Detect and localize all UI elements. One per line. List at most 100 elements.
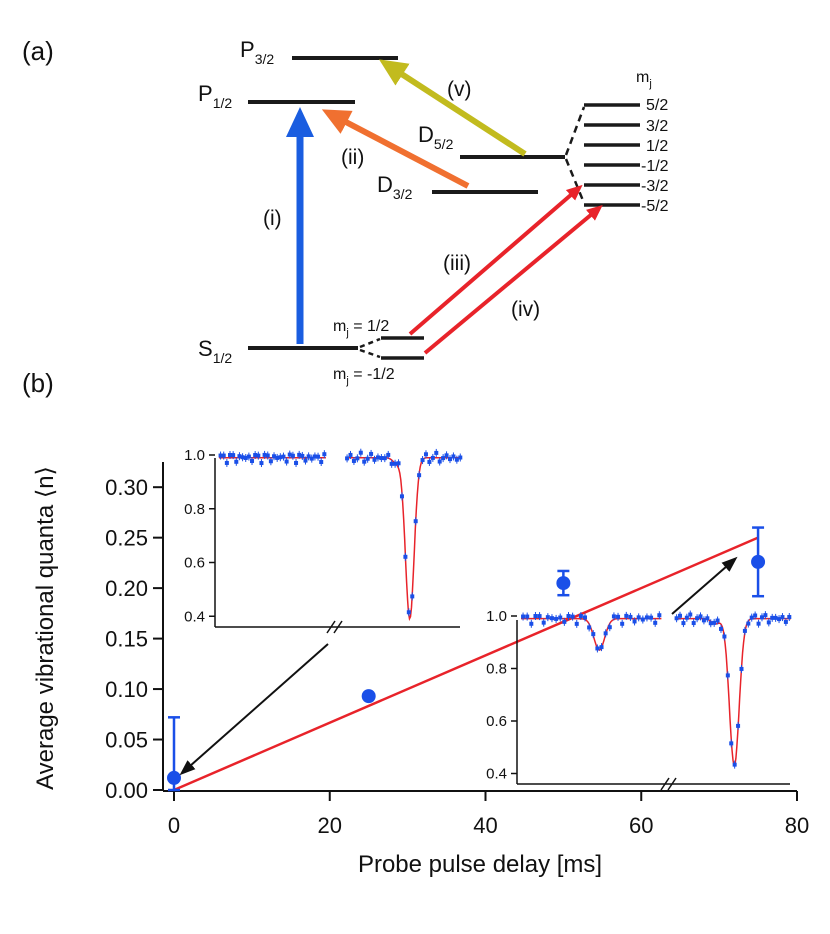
- level-label-s12: S1/2: [198, 336, 232, 366]
- inset-data-point: [375, 455, 380, 460]
- inset-data-point: [369, 451, 374, 456]
- inset-data-point: [303, 458, 308, 463]
- data-point: [361, 689, 376, 704]
- inset-data-point: [237, 454, 242, 459]
- inset-data-point: [653, 620, 658, 625]
- d-sublevel-label: 5/2: [646, 97, 668, 114]
- inset-y-tick-label: 0.4: [486, 766, 507, 783]
- d52-sublevels: 5/2 3/2 1/2 -1/2 -3/2 -5/2 mj: [564, 69, 669, 215]
- d-sublevel-label: 1/2: [646, 138, 668, 155]
- inset-data-point: [688, 612, 693, 617]
- level-label-p32: P3/2: [240, 37, 274, 67]
- inset-data-point: [262, 452, 267, 457]
- inset-data-point: [595, 646, 600, 651]
- inset-data-point: [362, 459, 367, 464]
- s-split-dash-lower: [359, 348, 381, 359]
- y-tick-label: 0.30: [105, 475, 148, 500]
- inset-data-point: [695, 616, 700, 621]
- panel-a: (a) P3/2 P1/2 D5/2 D3/2 S1/2 5/2 3/2 1/2…: [22, 36, 669, 387]
- inset-data-point: [636, 615, 641, 620]
- inset-data-point: [345, 456, 350, 461]
- x-tick-label: 40: [473, 813, 497, 838]
- inset-data-point: [558, 615, 563, 620]
- inset-data-point: [243, 455, 248, 460]
- inset-data-point: [221, 453, 226, 458]
- s-sublevel-label-up: mj = 1/2: [333, 318, 389, 339]
- inset-data-point: [756, 621, 761, 626]
- inset-data-point: [729, 741, 734, 746]
- transition-iii-label: (iii): [443, 252, 471, 275]
- inset-data-point: [691, 621, 696, 626]
- inset-data-point: [537, 614, 542, 619]
- inset-data-point: [529, 621, 534, 626]
- panel-b-label: (b): [22, 368, 54, 398]
- inset-data-point: [458, 455, 463, 460]
- inset-data-point: [554, 616, 559, 621]
- inset-data-point: [290, 453, 295, 458]
- fit-line: [173, 536, 759, 792]
- inset-bottom-break-1: [660, 777, 670, 791]
- inset-data-point: [351, 458, 356, 463]
- inset-data-point: [587, 625, 592, 630]
- inset-data-point: [358, 450, 363, 455]
- inset-data-point: [566, 614, 571, 619]
- inset-data-point: [607, 625, 612, 630]
- inset-data-point: [777, 617, 782, 622]
- inset-data-point: [549, 616, 554, 621]
- transition-v-arrow: [379, 59, 527, 157]
- inset-data-point: [570, 614, 575, 619]
- y-tick-label: 0.00: [105, 778, 148, 803]
- inset-data-point: [574, 621, 579, 626]
- inset-data-point: [348, 452, 353, 457]
- inset-data-point: [410, 594, 415, 599]
- inset-data-point: [284, 459, 289, 464]
- inset-data-point: [628, 614, 633, 619]
- inset-data-point: [389, 461, 394, 466]
- inset-data-point: [396, 461, 401, 466]
- inset-data-point: [297, 452, 302, 457]
- inset-data-point: [437, 459, 442, 464]
- inset-data-point: [300, 453, 305, 458]
- inset-data-point: [240, 455, 245, 460]
- inset-y-tick-label: 0.6: [486, 713, 507, 730]
- inset-y-tick-label: 0.8: [486, 661, 507, 678]
- inset-y-tick-label: 0.8: [184, 501, 205, 518]
- s-sublevel-label-down: mj = -1/2: [333, 366, 395, 387]
- inset-data-point: [611, 614, 616, 619]
- inset-data-point: [787, 614, 792, 619]
- inset-top-break-2: [333, 620, 343, 634]
- inset-data-point: [420, 458, 425, 463]
- level-label-p12: P1/2: [198, 81, 232, 111]
- inset-bottom: 1.00.80.60.4: [486, 608, 792, 791]
- inset-data-point: [393, 461, 398, 466]
- inset-data-point: [434, 450, 439, 455]
- inset-data-point: [224, 460, 229, 465]
- inset-data-point: [365, 456, 370, 461]
- inset-data-point: [773, 615, 778, 620]
- s-split-dash-upper: [359, 337, 381, 349]
- inset-data-point: [256, 453, 261, 458]
- inset-bottom-ticks: 1.00.80.60.4: [486, 608, 517, 783]
- inset-data-point: [599, 645, 604, 650]
- d-sublevel-label: -5/2: [641, 198, 669, 215]
- x-tick-label: 20: [318, 813, 342, 838]
- inset-fit-curve: [345, 456, 462, 622]
- inset-data-point: [644, 615, 649, 620]
- inset-data-point: [246, 454, 251, 459]
- level-label-d52: D5/2: [418, 122, 454, 152]
- inset-data-point: [603, 631, 608, 636]
- inset-data-point: [316, 454, 321, 459]
- inset-data-point: [698, 614, 703, 619]
- inset-data-point: [403, 554, 408, 559]
- inset-data-point: [732, 762, 737, 767]
- inset-data-point: [681, 621, 686, 626]
- inset-data-point: [231, 453, 236, 458]
- inset-data-point: [234, 459, 239, 464]
- inset-data-point: [783, 619, 788, 624]
- inset-data-point: [423, 452, 428, 457]
- transition-i-label: (i): [263, 207, 282, 230]
- inset-y-tick-label: 0.4: [184, 608, 205, 625]
